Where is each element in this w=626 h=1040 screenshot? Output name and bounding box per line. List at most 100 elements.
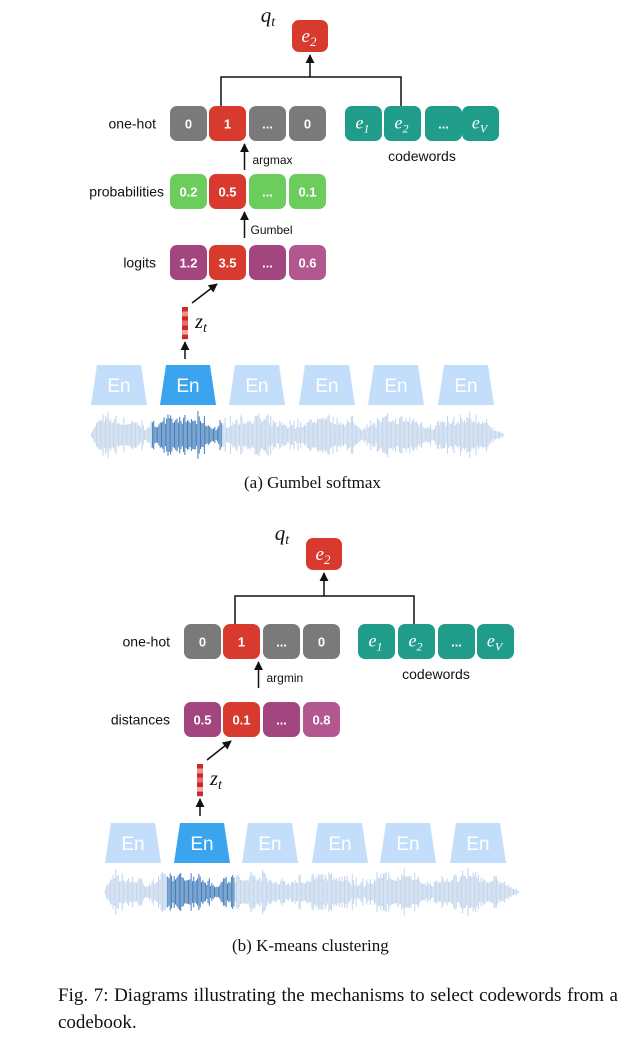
output-symbol: qt xyxy=(261,3,277,30)
one-hot-cell xyxy=(184,624,221,659)
probability-cell xyxy=(249,174,286,209)
encoder xyxy=(91,365,147,405)
probability-cell xyxy=(209,174,246,209)
encoder-label: En xyxy=(107,376,130,397)
codeword-cell xyxy=(425,106,462,141)
probability-cell xyxy=(289,174,326,209)
output-codeword-box xyxy=(292,20,328,52)
bottom-row-value: 1.2 xyxy=(179,256,197,271)
codeword-symbol: e2 xyxy=(395,113,409,136)
codewords-label: codewords xyxy=(388,148,456,164)
bottom-row-cell xyxy=(263,702,300,737)
encoder-active xyxy=(174,823,230,863)
bottom-row-cell xyxy=(184,702,221,737)
encoder xyxy=(368,365,424,405)
figure-caption: Fig. 7: Diagrams illustrating the mechan… xyxy=(58,985,618,1033)
latent-vector xyxy=(197,764,203,797)
encoder-label: En xyxy=(328,834,351,855)
one-hot-cell xyxy=(263,624,300,659)
latent-vector xyxy=(182,307,188,340)
one-hot-cell xyxy=(249,106,286,141)
encoder-label: En xyxy=(258,834,281,855)
encoder xyxy=(312,823,368,863)
one-hot-value: 1 xyxy=(224,117,231,132)
bottom-row-cell xyxy=(209,245,246,280)
output-symbol: qt xyxy=(275,521,291,548)
probability-cell xyxy=(170,174,207,209)
encoder-label: En xyxy=(176,376,199,397)
bottom-row-cell xyxy=(249,245,286,280)
one-hot-value: 0 xyxy=(199,635,206,650)
latent-symbol: zt xyxy=(209,768,223,793)
encoder xyxy=(229,365,285,405)
audio-waveform xyxy=(104,868,520,916)
codeword-symbol: eV xyxy=(472,113,489,136)
bottom-row-value: 3.5 xyxy=(218,256,236,271)
latent-to-row-arrow xyxy=(191,283,218,304)
selection-bracket xyxy=(220,76,402,106)
codeword-symbol: e2 xyxy=(409,631,423,654)
bottom-row-label: distances xyxy=(111,712,170,728)
audio-waveform xyxy=(90,411,506,459)
output-codeword-label: e2 xyxy=(316,544,331,567)
one-hot-cell xyxy=(209,106,246,141)
encoder-label: En xyxy=(466,834,489,855)
output-codeword-box xyxy=(306,538,342,570)
codeword-symbol: eV xyxy=(487,631,504,654)
codeword-cell xyxy=(345,106,382,141)
codeword-symbol: e1 xyxy=(356,113,370,136)
encoder-label: En xyxy=(245,376,268,397)
output-codeword-label: e2 xyxy=(302,26,317,49)
selection-op-label: argmin xyxy=(267,671,304,685)
bottom-row-cell xyxy=(289,245,326,280)
probability-value: 0.5 xyxy=(218,185,236,200)
one-hot-cell xyxy=(223,624,260,659)
probability-value: 0.2 xyxy=(179,185,197,200)
bottom-row-value: ... xyxy=(262,256,273,271)
encoder-label: En xyxy=(121,834,144,855)
codeword-symbol: e1 xyxy=(369,631,383,654)
one-hot-label: one-hot xyxy=(123,634,171,650)
codeword-cell xyxy=(358,624,395,659)
one-hot-value: ... xyxy=(276,635,287,650)
one-hot-value: 0 xyxy=(185,117,192,132)
one-hot-cell xyxy=(303,624,340,659)
one-hot-value: 0 xyxy=(304,117,311,132)
one-hot-value: 0 xyxy=(318,635,325,650)
bottom-row-value: ... xyxy=(276,713,287,728)
latent-symbol: zt xyxy=(194,311,208,336)
encoder-label: En xyxy=(396,834,419,855)
gumbel-label: Gumbel xyxy=(251,223,293,237)
one-hot-label: one-hot xyxy=(109,116,157,132)
encoder xyxy=(299,365,355,405)
bottom-row-value: 0.6 xyxy=(298,256,316,271)
encoder xyxy=(380,823,436,863)
latent-to-row-arrow xyxy=(206,740,232,761)
bottom-row-cell xyxy=(303,702,340,737)
bottom-row-label: logits xyxy=(123,255,156,271)
panel-b-caption: (b) K-means clustering xyxy=(232,936,389,955)
bottom-row-value: 0.1 xyxy=(232,713,250,728)
bottom-row-cell xyxy=(170,245,207,280)
encoder xyxy=(105,823,161,863)
panel-a-caption: (a) Gumbel softmax xyxy=(244,473,381,492)
codeword-cell xyxy=(477,624,514,659)
encoder xyxy=(242,823,298,863)
one-hot-value: ... xyxy=(262,117,273,132)
codeword-symbol: ... xyxy=(451,635,462,650)
one-hot-value: 1 xyxy=(238,635,245,650)
bottom-row-cell xyxy=(223,702,260,737)
encoder-label: En xyxy=(315,376,338,397)
encoder-label: En xyxy=(384,376,407,397)
selection-bracket xyxy=(234,595,415,624)
codeword-symbol: ... xyxy=(438,117,449,132)
encoder-active xyxy=(160,365,216,405)
one-hot-cell xyxy=(170,106,207,141)
encoder xyxy=(450,823,506,863)
one-hot-cell xyxy=(289,106,326,141)
codeword-cell xyxy=(398,624,435,659)
probabilities-label: probabilities xyxy=(89,184,164,200)
